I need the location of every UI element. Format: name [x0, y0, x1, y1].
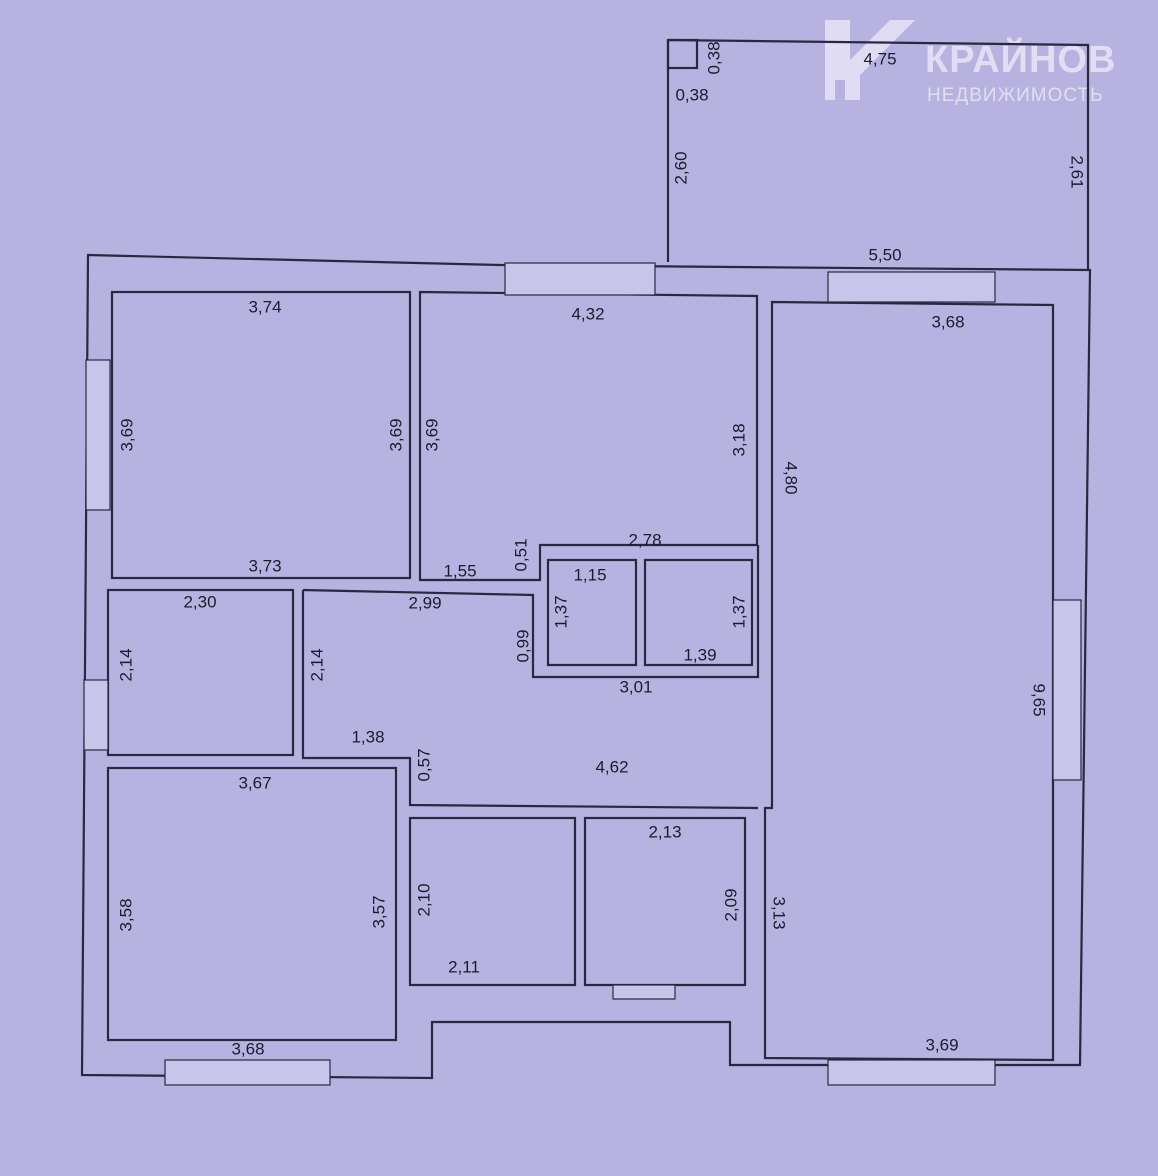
dim-label: 3,69	[386, 418, 405, 451]
dim-label: 2,14	[116, 648, 135, 681]
dim-label: 3,73	[248, 556, 281, 575]
dim-label: 3,68	[231, 1039, 264, 1058]
dim-label: 0,38	[704, 41, 723, 74]
dim-label: 4,80	[782, 461, 801, 494]
dim-label: 1,55	[443, 561, 476, 580]
dim-label: 2,09	[721, 888, 740, 921]
annex-outline	[666, 38, 1090, 270]
dim-label: 5,50	[868, 245, 901, 264]
dim-label: 4,62	[595, 757, 628, 776]
dim-label: 3,13	[770, 896, 789, 929]
dim-label: 2,60	[671, 151, 690, 184]
dim-label: 0,38	[675, 85, 708, 104]
window	[827, 271, 996, 303]
dim-label: 3,69	[422, 418, 441, 451]
hallway	[301, 545, 760, 810]
dim-label: 1,38	[351, 727, 384, 746]
dim-label: 2,10	[414, 883, 433, 916]
dim-label: 1,15	[573, 565, 606, 584]
dim-label: 2,78	[628, 530, 661, 549]
window	[504, 262, 656, 296]
dimension-labels: 0,38 0,38 4,75 2,60 2,61 5,50 3,74 3,69 …	[116, 41, 1086, 1058]
dim-label: 3,58	[116, 898, 135, 931]
logo-icon	[825, 20, 915, 100]
room-wc	[643, 558, 754, 667]
annex-column	[666, 38, 699, 70]
dim-label: 9,65	[1030, 683, 1049, 716]
dim-label: 0,99	[513, 629, 532, 662]
windows	[83, 262, 1082, 1086]
dim-label: 3,57	[369, 895, 388, 928]
window	[164, 1059, 331, 1086]
logo-subtitle: НЕДВИЖИМОСТЬ	[927, 85, 1104, 106]
dim-label: 4,75	[863, 49, 896, 68]
window	[83, 679, 109, 751]
room-1	[110, 290, 412, 580]
dim-label: 3,69	[117, 418, 136, 451]
dim-label: 0,51	[511, 538, 530, 571]
room-3	[763, 300, 1055, 1062]
dim-label: 3,18	[729, 423, 748, 456]
dim-label: 2,13	[648, 822, 681, 841]
dim-label: 0,57	[414, 748, 433, 781]
window	[85, 359, 111, 511]
dim-label: 1,39	[683, 645, 716, 664]
dim-label: 3,69	[925, 1035, 958, 1054]
dim-label: 2,11	[448, 957, 480, 976]
dim-label: 3,74	[248, 297, 281, 316]
room-bath	[546, 558, 638, 667]
dim-label: 1,37	[551, 595, 570, 628]
dim-label: 2,30	[183, 592, 216, 611]
window	[1052, 599, 1082, 781]
dim-label: 4,32	[571, 304, 604, 323]
dim-label: 3,67	[238, 773, 271, 792]
dim-label: 3,68	[931, 312, 964, 331]
window	[827, 1059, 996, 1086]
dim-label: 1,37	[729, 595, 748, 628]
room-4	[106, 588, 295, 757]
window	[612, 984, 676, 1000]
dim-label: 3,01	[619, 677, 652, 696]
dim-label: 2,99	[408, 593, 441, 612]
walls	[80, 38, 1092, 1080]
dim-label: 2,61	[1068, 155, 1087, 188]
room-5	[106, 766, 398, 1042]
dim-label: 2,14	[307, 648, 326, 681]
room-6	[408, 816, 577, 987]
room-2	[418, 290, 759, 582]
